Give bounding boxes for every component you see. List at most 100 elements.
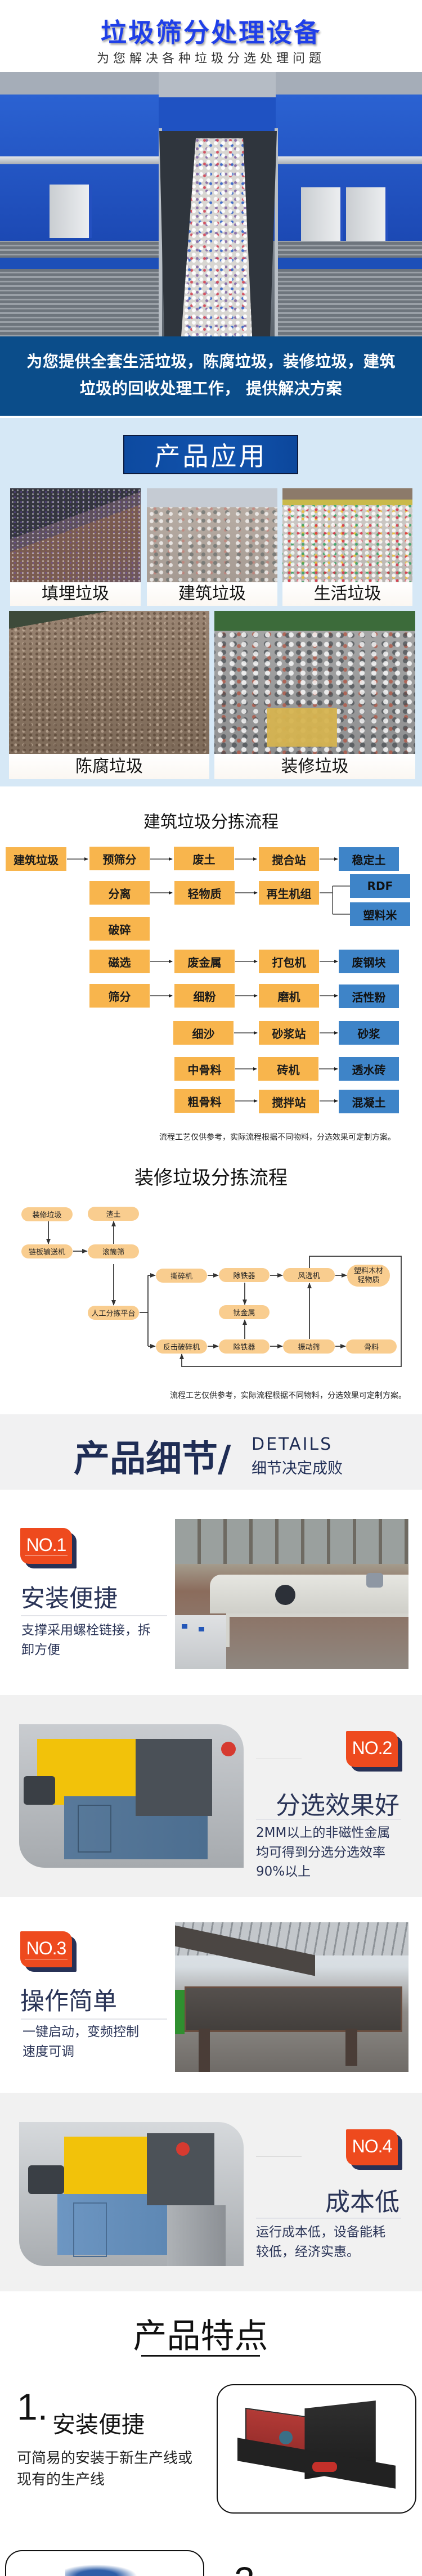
flow-output-rdf: RDF — [350, 874, 410, 898]
flow-pill-sorting-platform: 人工分拣平台 — [88, 1306, 139, 1320]
flow-pill-line: 轻物质 — [357, 1275, 380, 1284]
motor-shape — [28, 2165, 64, 2194]
detail-photo-vibrating-screen — [175, 1922, 408, 2072]
detail-description-line: 90%以上 — [256, 1864, 311, 1879]
feature-description: 可简易的安装于新生产线或 现有的生产线 — [17, 2448, 192, 2490]
flow-output-permeable-brick: 透水砖 — [339, 1057, 399, 1081]
motor-shape — [23, 1775, 55, 1805]
flow-node-brick-machine: 砖机 — [258, 1057, 318, 1081]
rail-beam-shape — [0, 156, 163, 164]
application-label: 建筑垃圾 — [147, 582, 277, 606]
construction-flow-note: 流程工艺仅供参考，实际流程根据不同物料，分选效果可定制方案。 — [159, 1133, 396, 1142]
hopper-shape — [136, 1738, 213, 1817]
detail-heading: 操作简单 — [20, 1988, 117, 2016]
flow-pill-chain-conveyor: 链板输送机 — [21, 1244, 73, 1258]
flow-pill-vibrating-screen: 振动筛 — [283, 1339, 335, 1354]
machine-frame-shape — [226, 1613, 408, 1647]
application-label: 装修垃圾 — [214, 754, 415, 779]
detail-photo-separator-machine — [19, 1724, 244, 1868]
details-title-en: DETAILS — [252, 1435, 333, 1454]
badge-text: NO.3 — [26, 1938, 67, 1958]
application-card: 装修垃圾 — [214, 611, 415, 779]
flow-node-baler: 打包机 — [259, 950, 319, 973]
application-label: 填埋垃圾 — [10, 582, 141, 606]
features-title-underline — [141, 2355, 260, 2357]
detail-divider — [21, 2018, 167, 2020]
green-panel-shape — [175, 1989, 185, 2035]
flow-node-recycling-unit: 再生机组 — [259, 881, 319, 905]
screen-body-shape — [184, 1986, 403, 2032]
leg-shape — [198, 2028, 210, 2072]
motor-shape — [279, 2431, 293, 2445]
detail-heading: 安装便捷 — [21, 1585, 118, 1613]
flow-output-active-powder: 活性粉 — [339, 984, 399, 1008]
feature-heading: 安装便捷 — [52, 2411, 145, 2438]
detail-description: 支撑采用螺栓链接，拆 卸方便 — [21, 1621, 151, 1660]
decoration-flow-note: 流程工艺仅供参考，实际流程根据不同物料，分选效果可定制方案。 — [170, 1391, 406, 1400]
detail-photo-separator-machine — [19, 2122, 244, 2266]
detail-description-line: 速度可调 — [23, 2044, 74, 2059]
detail-divider — [21, 1615, 167, 1616]
badge-face: NO.3 — [20, 1931, 72, 1967]
feature-number: 2. — [234, 2559, 265, 2576]
drive-shape — [312, 2461, 338, 2472]
detail-heading: 成本低 — [325, 2188, 399, 2217]
control-box-shape — [175, 1615, 227, 1669]
features-title: 产品特点 — [133, 2317, 268, 2356]
flow-pill-drum-screen: 滚筒筛 — [88, 1244, 139, 1258]
construction-flow-connectors — [67, 857, 350, 1103]
decoration-flow-title: 装修垃圾分拣流程 — [134, 1167, 288, 1189]
detail-short-divider — [256, 2156, 302, 2157]
flow-pill-light-material-output: 塑料木材 轻物质 — [347, 1265, 390, 1287]
flow-pill-line: 塑料木材 — [353, 1266, 383, 1275]
badge-no2: NO.2 — [346, 1731, 402, 1772]
vibration-motor-shape — [221, 1741, 236, 1756]
details-header-band — [0, 1414, 422, 1490]
flow-node-screening: 筛分 — [89, 984, 150, 1008]
flow-node-prescreen: 预筛分 — [89, 847, 150, 870]
detail-heading: 分选效果好 — [276, 1791, 399, 1820]
decoration-flow-connectors — [46, 1221, 402, 1367]
flow-node-separation: 分离 — [89, 881, 150, 905]
landfill-waste-photo — [10, 488, 141, 582]
badge-text: NO.1 — [26, 1535, 67, 1555]
badge-face: NO.2 — [346, 1731, 398, 1767]
badge-no4: NO.4 — [346, 2129, 402, 2170]
flow-pill-residue-soil: 渣土 — [88, 1207, 139, 1221]
flow-pill-impact-crusher: 反击破碎机 — [156, 1339, 207, 1354]
details-slogan: 细节决定成败 — [252, 1460, 343, 1477]
flow-node-construction-waste: 建筑垃圾 — [6, 847, 66, 871]
applications-title: 产品应用 — [123, 435, 298, 474]
detail-description-line: 一键启动，变频控制 — [23, 2025, 139, 2039]
control-cabinet-shape — [50, 185, 92, 238]
flow-node-crushing: 破碎 — [89, 917, 150, 941]
flow-output-concrete: 混凝土 — [339, 1090, 399, 1113]
flow-node-scrap-metal: 废金属 — [174, 950, 235, 973]
detail-description-line: 均可得到分选分选效率 — [256, 1845, 385, 1860]
blue-machine-shape — [159, 72, 276, 134]
household-waste-photo — [282, 488, 412, 582]
detail-description-line: 2MM以上的非磁性金属 — [256, 1826, 390, 1840]
flow-node-fine-powder: 细粉 — [174, 984, 235, 1008]
flow-node-waste-soil: 废土 — [174, 847, 234, 870]
flow-node-medium-aggregate: 中骨料 — [174, 1057, 235, 1081]
aged-waste-photo — [9, 611, 209, 754]
feature-photo-frame — [5, 2550, 204, 2576]
machine-base-shape — [276, 258, 422, 269]
workshop-wall-shape — [175, 1519, 408, 1565]
construction-flow-title: 建筑垃圾分拣流程 — [143, 812, 279, 832]
intro-text-line: 为您提供全套生活垃圾，陈腐垃圾，装修垃圾，建筑 — [26, 352, 396, 371]
badge-no1: NO.1 — [20, 1528, 77, 1568]
hero-recycling-line-photo — [0, 72, 422, 336]
flow-output-stabilized-soil: 稳定土 — [339, 847, 399, 871]
application-card: 建筑垃圾 — [147, 488, 277, 606]
detail-description: 运行成本低，设备能耗 较低，经济实惠。 — [256, 2223, 385, 2262]
cabinet-door-shape — [77, 1804, 111, 1853]
badge-text: NO.4 — [352, 2136, 393, 2156]
yellow-housing-shape — [64, 2136, 150, 2200]
flow-node-coarse-aggregate: 粗骨料 — [174, 1089, 235, 1113]
walkway-shape — [276, 241, 422, 336]
rail-post-shape — [159, 128, 162, 336]
machine-base-shape — [0, 258, 160, 269]
flow-pill-decoration-waste: 装修垃圾 — [21, 1207, 73, 1221]
